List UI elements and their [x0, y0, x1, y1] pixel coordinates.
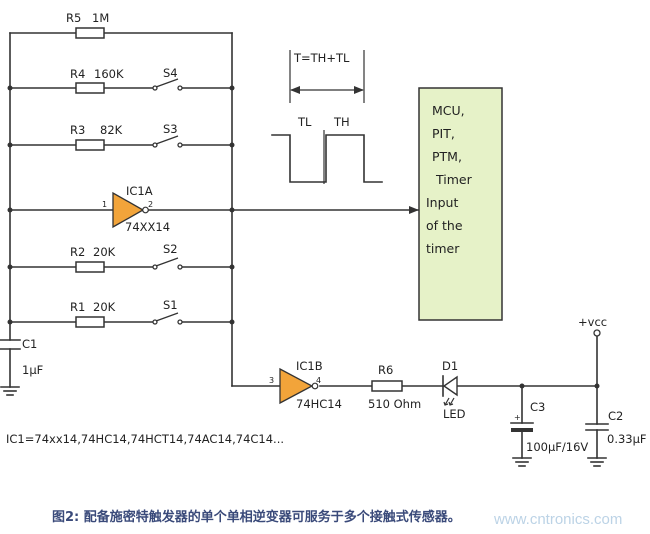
junction-dots — [7, 85, 600, 389]
mcu-input-line-3: timer — [426, 241, 460, 256]
pulse-waveform — [271, 134, 383, 183]
resistor-r3 — [75, 139, 105, 151]
r2-ref: R2 — [70, 245, 85, 259]
r5-value: 1M — [92, 11, 109, 25]
s3-label: S3 — [163, 122, 178, 136]
ic1a-pin-in: 1 — [102, 200, 107, 209]
led-d1 — [442, 375, 458, 406]
mcu-input-line-2: of the — [426, 218, 463, 233]
mcu-line-1: MCU, — [432, 103, 465, 118]
r6-ref: R6 — [378, 363, 393, 377]
resistor-r1 — [75, 316, 105, 328]
ic1b-ref: IC1B — [296, 359, 323, 373]
ic1a-part: 74XX14 — [125, 220, 170, 234]
watermark: www.cntronics.com — [493, 511, 622, 528]
c3-value: 100µF/16V — [526, 440, 588, 454]
ic1b-part: 74HC14 — [296, 397, 342, 411]
r3-value: 82K — [100, 123, 123, 137]
timing-diagram — [271, 50, 383, 184]
ic-note: IC1=74xx14,74HC14,74HCT14,74AC14,74C14..… — [6, 432, 284, 446]
figure-caption: 图2: 配备施密特触发器的单个单相逆变器可服务于多个接触式传感器。 — [52, 509, 461, 525]
r4-value: 160K — [94, 67, 124, 81]
mcu-line-4: Timer — [435, 172, 473, 187]
ic1a-ref: IC1A — [126, 184, 153, 198]
c2-ref: C2 — [608, 409, 623, 423]
resistor-r4 — [75, 82, 105, 94]
capacitor-c3 — [510, 422, 534, 432]
r5-ref: R5 — [66, 11, 81, 25]
r3-ref: R3 — [70, 123, 85, 137]
vcc-label: +vcc — [578, 315, 607, 329]
c2-value: 0.33µF — [607, 432, 647, 446]
timing-formula: T=TH+TL — [293, 51, 350, 65]
mcu-line-2: PIT, — [432, 126, 455, 141]
switch-s1 — [152, 312, 183, 325]
ground-c1 — [0, 386, 20, 396]
r1-ref: R1 — [70, 300, 85, 314]
d1-ref: D1 — [442, 359, 458, 373]
switch-s3 — [152, 135, 183, 148]
r4-ref: R4 — [70, 67, 85, 81]
r6-value: 510 Ohm — [368, 397, 421, 411]
s4-label: S4 — [163, 66, 178, 80]
capacitor-c2 — [585, 423, 609, 431]
ic1b-pin-in: 3 — [269, 376, 274, 385]
resistor-r2 — [75, 261, 105, 273]
timing-th: TH — [333, 115, 350, 129]
ground-c3 — [512, 457, 532, 467]
ground-c2 — [587, 457, 607, 467]
s1-label: S1 — [163, 298, 178, 312]
d1-type: LED — [443, 407, 466, 421]
ic1a-pin-out: 2 — [148, 200, 153, 209]
c3-polarity: + — [514, 413, 521, 422]
resistor-r6 — [371, 380, 403, 392]
mcu-line-3: PTM, — [432, 149, 462, 164]
inverter-ic1b — [279, 367, 319, 405]
mcu-input-line-1: Input — [426, 195, 458, 210]
vcc-terminal — [593, 329, 601, 337]
switch-s4 — [152, 78, 183, 91]
c3-ref: C3 — [530, 400, 545, 414]
c1-ref: C1 — [22, 337, 37, 351]
inverter-ic1a — [112, 191, 149, 229]
resistor-r5 — [75, 27, 105, 39]
c1-value: 1µF — [22, 363, 43, 377]
ic1b-pin-out: 4 — [316, 376, 321, 385]
r1-value: 20K — [93, 300, 116, 314]
mcu-box — [418, 87, 503, 321]
s2-label: S2 — [163, 242, 178, 256]
switch-s2 — [152, 257, 183, 270]
timing-tl: TL — [297, 115, 312, 129]
r2-value: 20K — [93, 245, 116, 259]
